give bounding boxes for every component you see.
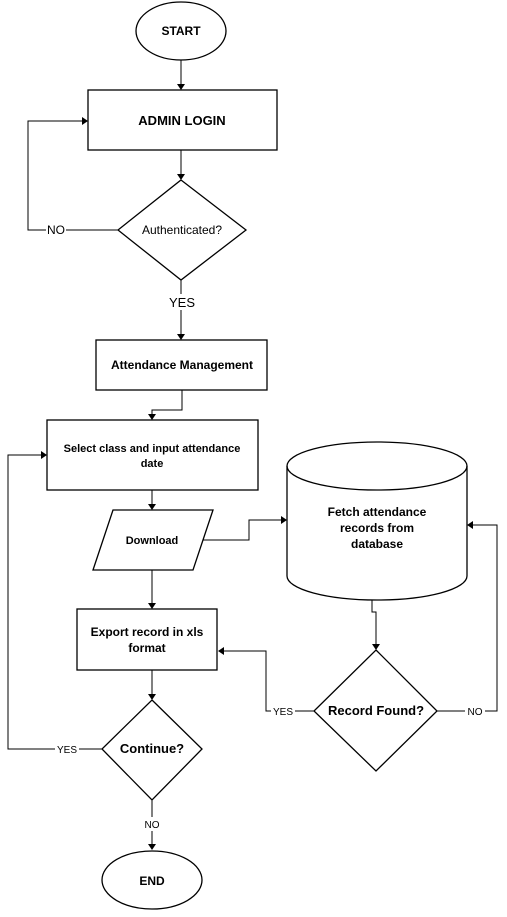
- record-found-label: Record Found?: [328, 703, 424, 718]
- node-admin-login: ADMIN LOGIN: [87, 89, 278, 151]
- arrowhead-export-from-yes: [218, 647, 224, 655]
- node-continue: Continue?: [101, 699, 203, 801]
- end-label: END: [139, 874, 165, 888]
- fetch-records-database-rim: [286, 465, 468, 491]
- download-label: Download: [126, 535, 179, 547]
- arrowhead-select-loop: [41, 451, 47, 459]
- arrowhead-fetch: [281, 516, 287, 524]
- arrowhead-end: [148, 844, 156, 850]
- node-download: Download: [92, 509, 214, 571]
- continue-yes-label: YES: [57, 745, 77, 756]
- edge-fetch-to-recordfound: [371, 600, 377, 644]
- auth-yes-label: YES: [169, 295, 195, 310]
- authenticated-label: Authenticated?: [142, 223, 222, 237]
- continue-decision: [101, 699, 203, 801]
- arrowhead-login: [177, 84, 185, 90]
- select-class-box: [46, 419, 259, 491]
- edge-download-to-fetch: [203, 519, 281, 541]
- end-terminal: [101, 850, 203, 910]
- edge-recordfound-yes: [224, 650, 314, 712]
- select-class-label-line1: Select class and input attendance: [64, 443, 241, 455]
- node-authenticated: Authenticated?: [116, 179, 248, 281]
- attendance-management-box: [95, 339, 268, 391]
- arrowhead-fetch-from-no: [467, 521, 473, 529]
- edge-management-to-select: [151, 390, 183, 414]
- auth-no-label-bg: [46, 223, 66, 237]
- arrowhead-authenticated: [177, 174, 185, 180]
- arrowhead-login-loop: [82, 117, 88, 125]
- edge-authenticated-no-loop: [27, 120, 118, 231]
- node-select-class: Select class and input attendance date: [46, 419, 259, 491]
- arrowhead-recordfound: [372, 644, 380, 650]
- fetch-records-database: [286, 441, 468, 601]
- node-record-found: Record Found?: [313, 649, 438, 772]
- continue-no-label-bg: [142, 817, 162, 831]
- fetch-records-label-line1: Fetch attendance: [328, 505, 427, 519]
- export-record-label-line2: format: [128, 641, 165, 655]
- fetch-records-label-line3: database: [351, 537, 403, 551]
- admin-login-box: [87, 89, 278, 151]
- edge-labels: NO YES YES NO YES NO: [46, 223, 485, 831]
- arrowheads: [41, 84, 473, 850]
- continue-yes-label-bg: [55, 742, 79, 756]
- node-start: START: [135, 1, 227, 61]
- node-fetch-records: Fetch attendance records from database: [286, 441, 468, 601]
- arrowhead-continue: [148, 694, 156, 700]
- admin-login-label: ADMIN LOGIN: [138, 113, 225, 128]
- start-terminal: [135, 1, 227, 61]
- record-yes-label-bg: [271, 704, 295, 718]
- download-io: [92, 509, 214, 571]
- arrowhead-select: [148, 414, 156, 420]
- fetch-records-label-line2: records from: [340, 521, 414, 535]
- record-yes-label: YES: [273, 707, 293, 718]
- arrowhead-export: [148, 603, 156, 609]
- record-found-decision: [313, 649, 438, 772]
- authenticated-decision: [116, 179, 248, 281]
- continue-label: Continue?: [120, 741, 184, 756]
- attendance-management-label: Attendance Management: [111, 358, 253, 372]
- arrowhead-download: [148, 504, 156, 510]
- edge-continue-yes-loop: [7, 454, 102, 750]
- record-no-label-bg: [465, 704, 485, 718]
- arrowhead-management: [177, 334, 185, 340]
- auth-yes-label-bg: [168, 294, 196, 310]
- auth-no-label: NO: [47, 223, 65, 237]
- export-record-label-line1: Export record in xls: [91, 625, 204, 639]
- export-record-box: [76, 608, 218, 671]
- node-end: END: [101, 850, 203, 910]
- node-export-record: Export record in xls format: [76, 608, 218, 671]
- record-no-label: NO: [468, 707, 483, 718]
- start-label: START: [161, 24, 201, 38]
- continue-no-label: NO: [145, 820, 160, 831]
- node-attendance-management: Attendance Management: [95, 339, 268, 391]
- select-class-label-line2: date: [141, 458, 164, 470]
